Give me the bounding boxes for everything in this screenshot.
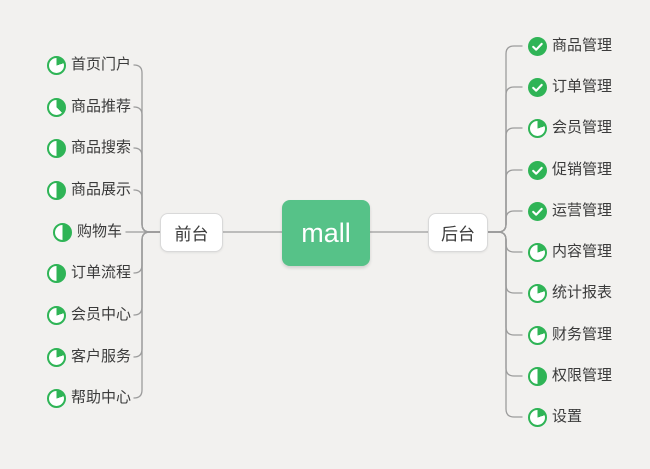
check-icon[interactable]: [528, 201, 547, 221]
topic-label: 商品搜索: [70, 139, 131, 156]
progress-pie-icon[interactable]: [528, 366, 547, 386]
topic-label: 订单管理: [552, 78, 613, 95]
progress-pie-icon[interactable]: [528, 283, 547, 303]
topic-label: 设置: [552, 408, 583, 425]
progress-pie-icon[interactable]: [528, 242, 547, 262]
back-hub-label: 后台: [441, 225, 475, 244]
check-icon[interactable]: [528, 77, 547, 97]
progress-pie-icon[interactable]: [528, 407, 547, 427]
front-hub-label: 前台: [174, 225, 209, 244]
topic-row[interactable]: 促销管理: [528, 159, 612, 181]
central-topic-mall[interactable]: mall: [282, 200, 370, 266]
progress-pie-icon[interactable]: [46, 138, 66, 158]
topic-row[interactable]: 财务管理: [528, 324, 612, 346]
back-hub-node[interactable]: 后台: [428, 213, 488, 252]
topic-label: 会员管理: [552, 119, 613, 136]
topic-row[interactable]: 商品管理: [528, 35, 612, 57]
topic-row[interactable]: 设置: [528, 406, 582, 428]
topic-label: 订单流程: [70, 264, 131, 281]
topic-row[interactable]: 内容管理: [528, 241, 612, 263]
topic-label: 促销管理: [552, 161, 613, 178]
front-hub-node[interactable]: 前台: [160, 213, 223, 252]
topic-label: 商品管理: [552, 37, 613, 54]
topic-label: 统计报表: [552, 284, 613, 301]
progress-pie-icon[interactable]: [46, 180, 66, 200]
topic-row[interactable]: 运营管理: [528, 200, 612, 222]
topic-row[interactable]: 客户服务: [46, 346, 131, 368]
progress-pie-icon[interactable]: [52, 222, 72, 242]
central-topic-label: mall: [301, 217, 351, 248]
topic-row[interactable]: 订单管理: [528, 76, 612, 98]
progress-pie-icon[interactable]: [46, 55, 66, 75]
topic-label: 商品展示: [70, 181, 131, 198]
topic-label: 运营管理: [552, 202, 613, 219]
check-icon[interactable]: [528, 160, 547, 180]
topic-label: 帮助中心: [70, 389, 131, 406]
topic-label: 内容管理: [552, 243, 613, 260]
topic-row[interactable]: 统计报表: [528, 282, 612, 304]
topic-label: 客户服务: [70, 348, 131, 365]
topic-label: 购物车: [76, 223, 122, 240]
topic-row[interactable]: 购物车: [52, 221, 122, 243]
topic-label: 权限管理: [552, 367, 613, 384]
progress-pie-icon[interactable]: [46, 263, 66, 283]
topic-row[interactable]: 权限管理: [528, 365, 612, 387]
progress-pie-icon[interactable]: [46, 305, 66, 325]
progress-pie-icon[interactable]: [528, 118, 547, 138]
topic-label: 会员中心: [70, 306, 131, 323]
topic-row[interactable]: 帮助中心: [46, 387, 131, 409]
topic-row[interactable]: 商品搜索: [46, 137, 131, 159]
progress-pie-icon[interactable]: [46, 388, 66, 408]
topic-row[interactable]: 首页门户: [46, 54, 131, 76]
topic-row[interactable]: 会员中心: [46, 304, 131, 326]
progress-pie-icon[interactable]: [46, 347, 66, 367]
topic-label: 首页门户: [70, 56, 131, 73]
progress-pie-icon[interactable]: [528, 325, 547, 345]
topic-row[interactable]: 订单流程: [46, 262, 131, 284]
topic-row[interactable]: 会员管理: [528, 117, 612, 139]
topic-label: 财务管理: [552, 326, 613, 343]
progress-pie-icon[interactable]: [46, 97, 66, 117]
topic-row[interactable]: 商品展示: [46, 179, 131, 201]
topic-row[interactable]: 商品推荐: [46, 96, 131, 118]
topic-label: 商品推荐: [70, 98, 131, 115]
check-icon[interactable]: [528, 36, 547, 56]
